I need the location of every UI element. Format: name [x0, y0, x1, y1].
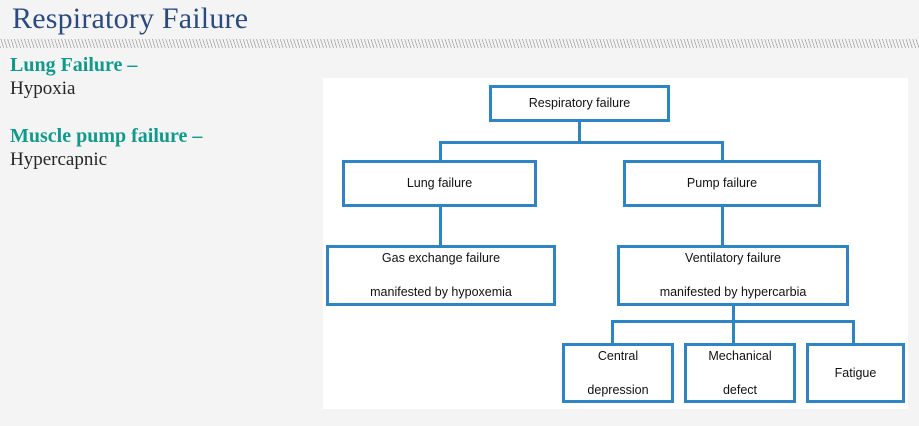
node-label: Lung failure — [406, 176, 473, 190]
title-divider — [0, 39, 919, 48]
edge-vent-stem — [732, 305, 735, 321]
edge-vent-to-fatigue — [852, 320, 855, 344]
node-label: Respiratory failure — [528, 96, 631, 110]
node-label: Ventilatory failure manifested by hyperc… — [624, 250, 842, 301]
edge-root-bus — [439, 141, 724, 144]
node-label-line-2: defect — [722, 382, 758, 397]
edge-vent-to-central — [611, 320, 614, 344]
node-label: Fatigue — [834, 365, 877, 380]
bullet-detail-hypoxia: Hypoxia — [10, 78, 76, 99]
node-central-depression[interactable]: Central depression — [562, 343, 674, 403]
node-fatigue[interactable]: Fatigue — [806, 343, 905, 403]
respiratory-failure-flowchart: Respiratory failure Lung failure Pump fa… — [323, 78, 908, 409]
node-respiratory-failure[interactable]: Respiratory failure — [489, 85, 670, 122]
node-label-line-2: depression — [587, 382, 649, 397]
node-label-line-1: Gas exchange failure — [381, 251, 501, 265]
edge-root-to-pump — [721, 141, 724, 161]
diagram-panel: Respiratory failure Lung failure Pump fa… — [323, 78, 908, 409]
node-label-line-2: manifested by hypercarbia — [659, 285, 807, 299]
node-ventilatory-failure[interactable]: Ventilatory failure manifested by hyperc… — [617, 245, 849, 306]
edge-lung-to-gas — [439, 206, 442, 246]
bullet-heading-muscle-pump-failure: Muscle pump failure – — [10, 125, 203, 147]
edge-root-to-lung — [439, 141, 442, 161]
edge-pump-to-vent — [721, 206, 724, 246]
node-label: Gas exchange failure manifested by hypox… — [333, 250, 549, 301]
node-label: Mechanical defect — [691, 348, 789, 399]
node-label-line-1: Ventilatory failure — [685, 251, 781, 265]
node-label: Pump failure — [686, 176, 758, 190]
node-mechanical-defect[interactable]: Mechanical defect — [684, 343, 796, 403]
node-gas-exchange-failure[interactable]: Gas exchange failure manifested by hypox… — [326, 245, 556, 306]
node-pump-failure[interactable]: Pump failure — [623, 160, 821, 207]
node-label-line-2: manifested by hypoxemia — [370, 285, 512, 299]
page-title: Respiratory Failure — [12, 2, 249, 35]
edge-root-stem — [578, 120, 581, 142]
node-label: Central depression — [569, 348, 667, 399]
bullet-detail-hypercapnic: Hypercapnic — [10, 149, 108, 170]
edge-vent-to-mechanical — [732, 320, 735, 344]
node-label-line-1: Central — [597, 348, 639, 363]
node-label-line-1: Mechanical — [708, 348, 772, 363]
bullet-heading-lung-failure: Lung Failure – — [10, 54, 138, 76]
node-lung-failure[interactable]: Lung failure — [342, 160, 537, 207]
